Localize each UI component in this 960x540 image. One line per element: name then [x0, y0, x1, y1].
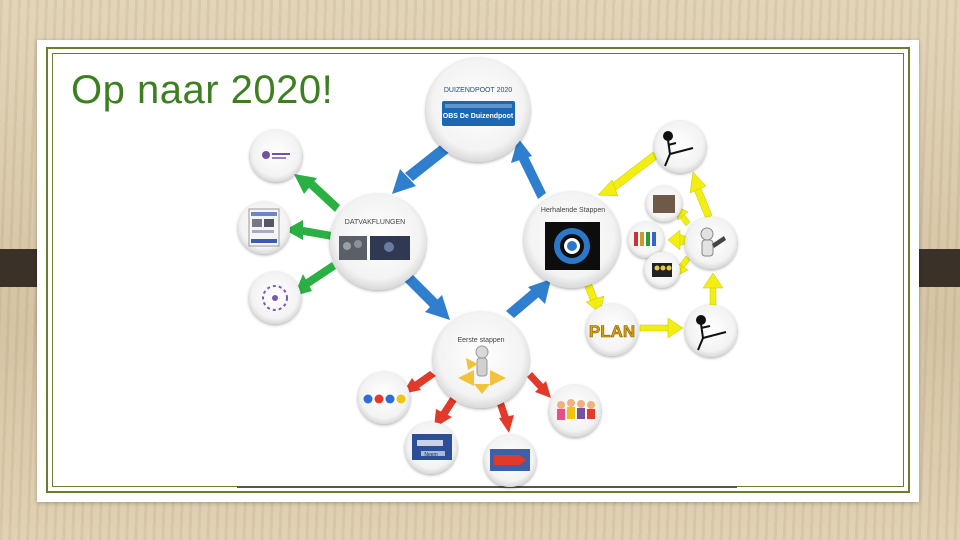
arrow-blue-bottom-to-right	[506, 279, 551, 318]
arrow-yellow-to-small-1	[668, 230, 688, 250]
photo-1-image	[653, 195, 675, 213]
sign-text: Neem	[424, 452, 437, 458]
node-top-label: DUIZENDPOOT 2020	[444, 87, 512, 94]
arrow-green-left-to-top	[294, 174, 340, 212]
node-stick-figure-bottom	[685, 305, 737, 357]
arrow-blue-right-to-top	[511, 138, 546, 199]
node-left-label: DATVAKFLUNGEN	[345, 219, 405, 226]
node-small-left-1	[250, 130, 302, 182]
arrow-red-to-people	[527, 372, 551, 398]
direction-sign-image	[490, 449, 530, 471]
node-top-logo: OBS De Duizendpoot	[442, 101, 515, 126]
node-bottom-label: Eerste stappen	[457, 337, 504, 344]
node-top-logo-text: OBS De Duizendpoot	[443, 113, 514, 120]
node-small-left-2-doc	[249, 209, 279, 246]
node-right-cycle-icon	[545, 222, 600, 270]
node-right-label: Herhalende Stappen	[541, 207, 605, 214]
node-stick-figure-top	[654, 121, 706, 173]
arrow-yellow-mid-up	[690, 172, 712, 219]
arrow-blue-left-to-bottom	[404, 274, 450, 320]
node-left-photos	[339, 236, 410, 260]
arrow-green-left-to-bottom	[294, 262, 336, 296]
arrow-blue-top-to-left	[392, 143, 451, 194]
arrow-green-left-to-mid	[285, 220, 332, 240]
photo-3-figures	[652, 263, 672, 277]
arrow-yellow-plan-to-bottom	[640, 318, 683, 338]
plan-text: PLAN	[589, 322, 635, 341]
arrow-yellow-right-to-top	[598, 152, 658, 196]
